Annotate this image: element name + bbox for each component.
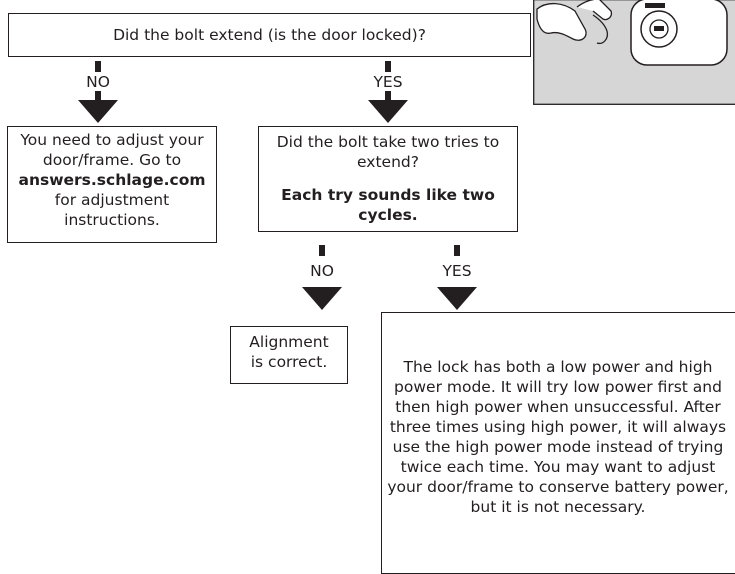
hand-on-deadbolt-illustration <box>533 0 735 105</box>
question-two-tries-text: Did the bolt take two tries to extend? <box>276 133 500 171</box>
connector-no-1-lower <box>95 91 101 102</box>
connector-no-1 <box>95 61 101 72</box>
connector-yes-1 <box>385 61 391 72</box>
power-mode-text: The lock has both a low power and high p… <box>387 358 729 516</box>
adjust-door-text: You need to adjust your door/frame. Go t… <box>20 131 204 169</box>
question-bolt-extended-text: Did the bolt extend (is the door locked)… <box>113 26 426 44</box>
connector-yes-2 <box>454 245 460 256</box>
connector-yes-1-lower <box>385 91 391 102</box>
branch-label-yes-2: YES <box>442 262 472 280</box>
branch-label-no-2: NO <box>310 262 334 280</box>
arrow-down-no-2 <box>302 287 342 310</box>
connector-no-2 <box>319 245 325 256</box>
power-mode-box: The lock has both a low power and high p… <box>381 312 735 574</box>
adjust-door-box: You need to adjust your door/frame. Go t… <box>7 126 217 243</box>
two-cycles-note: Each try sounds like two cycles. <box>281 186 495 224</box>
adjust-instructions-text: for adjustment instructions. <box>54 191 170 229</box>
arrow-down-yes-1 <box>368 100 408 123</box>
alignment-correct-box: Alignment is correct. <box>230 326 348 384</box>
branch-label-no-1: NO <box>86 73 110 91</box>
arrow-down-no-1 <box>78 100 118 123</box>
branch-label-yes-1: YES <box>373 73 403 91</box>
arrow-down-yes-2 <box>437 287 477 310</box>
schlage-link[interactable]: answers.schlage.com <box>18 171 206 189</box>
question-two-tries: Did the bolt take two tries to extend? E… <box>258 126 518 232</box>
alignment-correct-text: Alignment is correct. <box>249 333 329 371</box>
question-bolt-extended: Did the bolt extend (is the door locked)… <box>8 13 531 57</box>
